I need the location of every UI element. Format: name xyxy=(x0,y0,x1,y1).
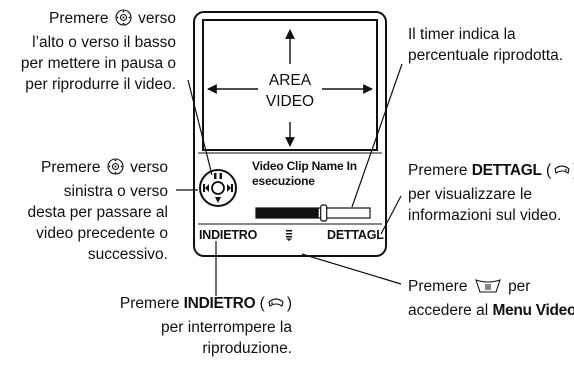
callout-menu: Premere per accedere al Menu Video xyxy=(408,276,574,321)
callout-back-pre: Premere xyxy=(119,295,180,312)
callout-play-pause: Premere verso l’alto o verso il basso pe… xyxy=(21,8,176,95)
callout-prev-next-line5: successivo. xyxy=(87,246,168,263)
callout-menu-line2-pre: accedere al xyxy=(408,302,489,319)
callout-details-line3: informazioni sul video. xyxy=(408,207,562,224)
clip-name-line2: esecuzione xyxy=(252,174,315,188)
callout-menu-key: Menu Video xyxy=(492,302,574,319)
callout-menu-post: per xyxy=(508,278,531,295)
callout-back-line3: riproduzione. xyxy=(202,340,292,357)
video-area-label: AREA VIDEO xyxy=(240,70,340,112)
callout-details-key: DETTAGL xyxy=(471,162,542,179)
callout-timer-line2: percentuale riprodotta. xyxy=(408,47,564,64)
nav-key-icon xyxy=(115,9,132,32)
callout-menu-pre: Premere xyxy=(408,278,468,295)
callout-details-paren-open: ( xyxy=(546,162,552,179)
callout-prev-next-pre: Premere xyxy=(41,159,101,176)
menu-indicator-icon xyxy=(286,230,292,241)
leader-top-right xyxy=(351,63,403,208)
callout-prev-next-line3: desta per passare al xyxy=(27,204,168,221)
callout-back: Premere INDIETRO ( ) per interrompere la… xyxy=(120,293,292,359)
callout-timer: Il timer indica la percentuale riprodott… xyxy=(408,24,563,66)
progress-bar xyxy=(255,204,371,222)
callout-details-pre: Premere xyxy=(408,162,468,179)
video-area-label-line1: AREA xyxy=(268,72,312,89)
callout-play-pause-line4: per riprodurre il video. xyxy=(25,76,176,93)
left-softkey-icon xyxy=(267,296,285,317)
progress-bar-fill xyxy=(256,208,319,218)
video-area-arrows xyxy=(207,29,373,147)
left-softkey-label[interactable]: INDIETRO xyxy=(199,228,258,242)
callout-play-pause-line3: per mettere in pausa o xyxy=(20,55,176,72)
callout-play-pause-post: verso xyxy=(138,10,176,27)
right-softkey-icon xyxy=(553,163,571,184)
nav-key-icon xyxy=(107,158,124,181)
callout-play-pause-pre: Premere xyxy=(49,10,109,27)
callout-prev-next-line2: sinistra o verso xyxy=(63,183,168,200)
callout-prev-next-line4: video precedente o xyxy=(36,225,168,242)
callout-details-line2: per visualizzare le xyxy=(408,186,533,203)
video-area-label-line2: VIDEO xyxy=(265,93,315,110)
leader-bottom-right xyxy=(301,253,402,285)
callout-back-line2: per interrompere la xyxy=(161,319,292,336)
clip-name-line1: Video Clip Name In xyxy=(252,159,357,173)
right-softkey-label[interactable]: DETTAGL xyxy=(327,228,384,242)
callout-details: Premere DETTAGL ( ) per visualizzare le … xyxy=(408,160,574,226)
callout-back-key: INDIETRO xyxy=(183,295,256,312)
callout-timer-line1: Il timer indica la xyxy=(408,26,516,43)
callout-prev-next-post: verso xyxy=(130,159,168,176)
playback-control-icon xyxy=(199,169,237,207)
leader-mid-right xyxy=(380,195,402,235)
callout-back-paren-open: ( xyxy=(259,295,265,312)
callout-back-paren-close: ) xyxy=(286,295,292,312)
callout-prev-next: Premere verso sinistra o verso desta per… xyxy=(28,157,168,265)
leader-lines xyxy=(176,63,403,296)
video-area xyxy=(202,19,378,151)
callout-play-pause-line2: l’alto o verso il basso xyxy=(32,34,176,51)
leader-top-left xyxy=(187,79,213,176)
progress-bar-knob xyxy=(320,204,328,222)
menu-key-icon xyxy=(474,278,502,300)
